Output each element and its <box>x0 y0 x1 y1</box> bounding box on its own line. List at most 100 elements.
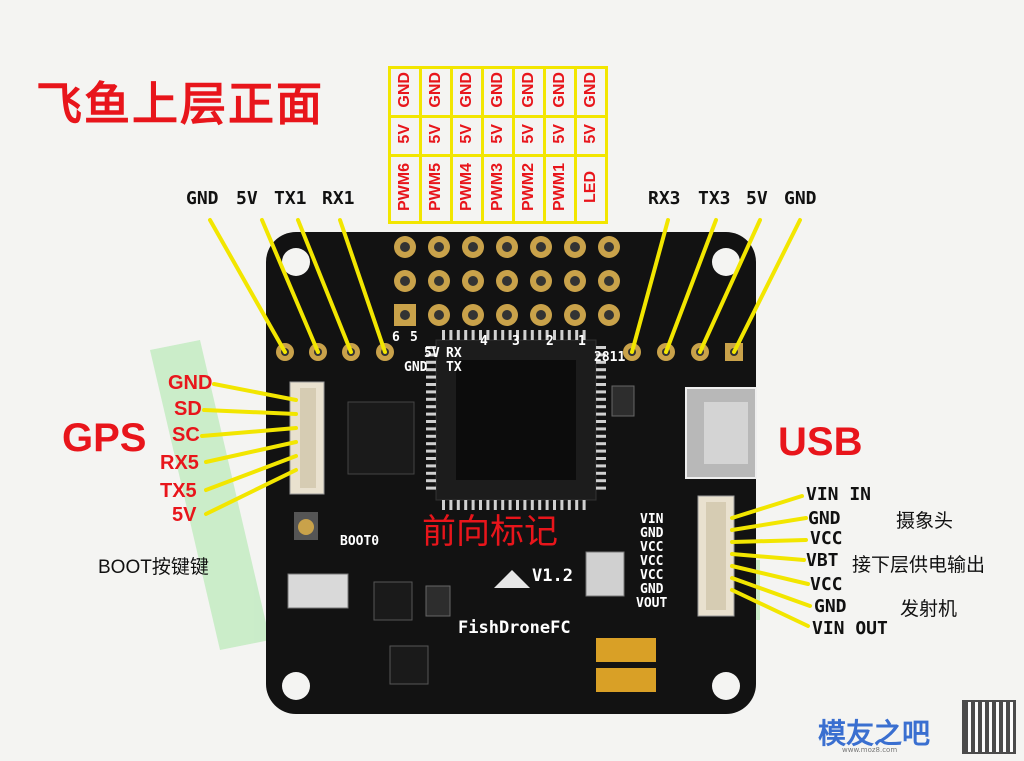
mcu-pin <box>596 479 606 483</box>
right-connector <box>697 495 735 617</box>
top-left-pin-5v: 5V <box>236 188 258 209</box>
smd-components <box>287 385 656 692</box>
mcu-pin <box>560 330 564 340</box>
mcu-pin <box>530 330 534 340</box>
forward-mark: 前向标记 <box>422 512 558 552</box>
silk-6: 6 <box>392 330 400 345</box>
mcu-pin <box>596 375 606 379</box>
silk-tx: TX <box>446 360 462 375</box>
silk-boot0: BOOT0 <box>340 534 380 549</box>
header-pin-table: GND GND GND GND GND GND GND 5V 5V 5V 5V … <box>388 66 608 224</box>
mcu-pin <box>479 330 482 340</box>
lower-layer-label: 接下层供电输出 <box>852 555 986 576</box>
header-pwm4: PWM4 <box>458 163 475 211</box>
mcu-pin <box>553 330 556 340</box>
silk-vcc-3: VCC <box>640 568 664 583</box>
header-pad-hole <box>570 310 580 320</box>
mcu-pin <box>501 330 505 340</box>
usb-label: USB <box>778 420 863 464</box>
top-left-pin-rx1: RX1 <box>322 188 355 209</box>
mcu-pin <box>426 375 436 379</box>
silk-header-2: 2 <box>546 334 554 349</box>
mcu-pin <box>426 368 436 372</box>
mcu-pin <box>426 420 436 423</box>
mcu-pin <box>596 427 606 431</box>
mcu-pin <box>508 330 512 340</box>
header-5v-1: 5V <box>396 124 413 144</box>
leader-line <box>204 440 298 464</box>
top-right-pin-5v: 5V <box>746 188 768 209</box>
silk-vcc-1: VCC <box>640 540 664 555</box>
mcu-pin <box>596 442 606 446</box>
mcu-pin <box>596 457 606 460</box>
mcu-pin <box>545 500 549 510</box>
silk-vout: VOUT <box>636 596 668 611</box>
right-pin-vin-out: VIN OUT <box>812 618 888 639</box>
header-pad-hole <box>468 276 478 286</box>
leader-line <box>296 218 353 354</box>
board-version: V1.2 <box>532 566 573 586</box>
leader-line <box>212 382 298 402</box>
mcu-pin <box>471 500 475 510</box>
header-pad-hole <box>400 310 410 320</box>
header-5v-4: 5V <box>489 124 506 144</box>
leader-line <box>664 218 718 354</box>
mcu-pin <box>596 405 606 409</box>
mcu-pin <box>596 397 606 401</box>
board-brand: FishDroneFC <box>458 618 571 638</box>
mcu-pin <box>596 412 606 416</box>
mcu-pin <box>575 500 579 510</box>
mcu-pin <box>538 500 542 510</box>
leader-line <box>732 218 802 354</box>
mcu-pin <box>523 500 527 510</box>
leader-line <box>698 218 762 354</box>
top-right-pin-rx3: RX3 <box>648 188 681 209</box>
mcu-pin <box>426 464 436 468</box>
header-gnd-2: GND <box>427 72 444 108</box>
mcu-pin <box>426 434 436 438</box>
gps-label: GPS <box>62 416 147 460</box>
leader-line <box>208 218 287 354</box>
silk-header-4: 4 <box>480 334 488 349</box>
gps-pin-5v: 5V <box>172 504 197 526</box>
mcu-pin <box>426 353 436 357</box>
header-pad-hole <box>604 242 614 252</box>
header-gnd-4: GND <box>489 72 506 108</box>
leader-line <box>260 218 320 354</box>
silk-vin: VIN <box>640 512 664 527</box>
mcu-pin <box>596 346 606 349</box>
mcu-pin <box>479 500 482 510</box>
mcu-pin <box>426 383 436 386</box>
leader-line <box>730 538 808 544</box>
header-pad-hole <box>468 310 478 320</box>
header-5v-7: 5V <box>582 124 599 144</box>
header-pad-hole <box>536 310 546 320</box>
mcu-pin <box>426 479 436 483</box>
mcu-pin <box>426 427 436 431</box>
mcu-pin <box>582 500 586 510</box>
silk-header-3: 3 <box>512 334 520 349</box>
leader-line <box>730 552 806 562</box>
silk-gnd: GND <box>404 360 428 375</box>
mcu-chip <box>435 339 597 501</box>
qr-code <box>962 700 1016 754</box>
mcu-pin <box>426 457 436 460</box>
mcu-pin <box>442 330 445 340</box>
mcu-pin <box>553 500 556 510</box>
header-pad-hole <box>502 310 512 320</box>
header-5v-5: 5V <box>520 124 537 144</box>
gps-pin-sc: SC <box>172 424 200 446</box>
leader-line <box>204 454 298 492</box>
header-gnd-6: GND <box>551 72 568 108</box>
top-right-pin-gnd: GND <box>784 188 817 209</box>
mcu-pin <box>426 449 436 453</box>
mcu-pin <box>596 360 606 364</box>
mcu-pin <box>464 330 468 340</box>
mcu-pin <box>596 486 606 490</box>
header-5v-3: 5V <box>458 124 475 144</box>
mcu-pin <box>508 500 512 510</box>
mcu-pin <box>493 500 497 510</box>
forward-arrow <box>494 570 530 588</box>
right-pin-gnd-1: GND <box>808 508 841 529</box>
